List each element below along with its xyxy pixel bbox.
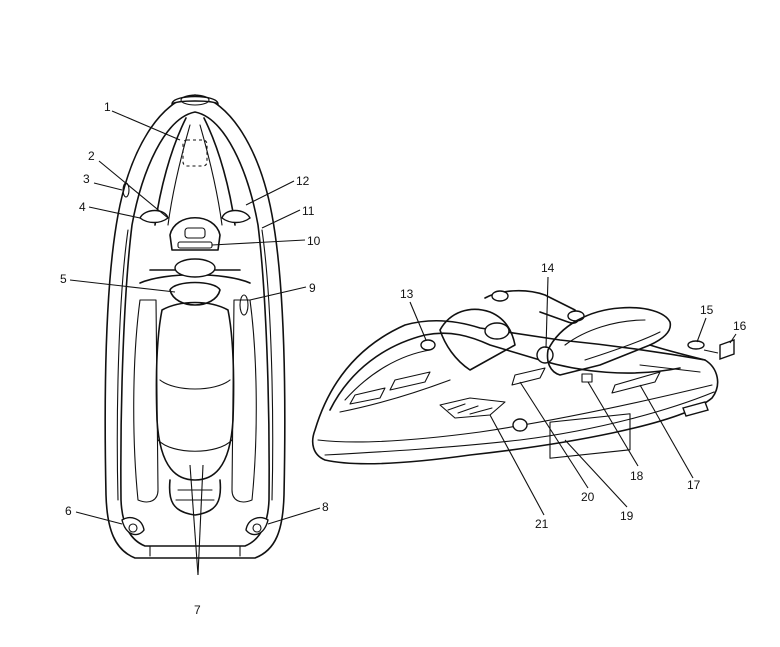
callout-1: 1 <box>104 100 111 114</box>
side-view-watercraft <box>311 289 735 465</box>
callout-4: 4 <box>79 200 86 214</box>
rear-right-light <box>245 517 269 536</box>
right-mirror <box>221 209 251 224</box>
gauge <box>184 227 206 239</box>
nav-light <box>420 339 436 351</box>
stern-light <box>687 340 705 350</box>
hull-panel-19 <box>549 413 631 459</box>
rear-deck <box>168 479 222 516</box>
stern-handle <box>682 401 709 417</box>
deck-panel-20 <box>511 367 546 386</box>
callout-10: 10 <box>307 234 321 248</box>
bow-eye <box>180 94 210 106</box>
callout-15: 15 <box>700 303 714 317</box>
left-footwell <box>133 299 159 503</box>
side-view-mirror <box>484 322 510 340</box>
callout-2: 2 <box>88 149 95 163</box>
deck-outline <box>120 111 270 547</box>
deck-label-18 <box>581 373 593 383</box>
top-view-watercraft <box>104 94 286 559</box>
console <box>169 216 221 251</box>
storage-compartment <box>182 139 208 167</box>
side-view-deck <box>329 332 681 411</box>
capacity-plate <box>719 339 735 360</box>
callout-13: 13 <box>400 287 414 301</box>
callout-9: 9 <box>309 281 316 295</box>
callout-21: 21 <box>535 517 549 531</box>
callout-8: 8 <box>322 500 329 514</box>
left-gunwale <box>116 229 129 501</box>
hull-graphic-21 <box>439 397 506 419</box>
bow-bumper <box>171 95 219 106</box>
top-view-hull-outline <box>104 94 286 559</box>
lanyard-switch <box>536 346 554 364</box>
callout-labels: 1 2 3 4 5 6 7 8 9 10 11 12 13 14 15 16 1… <box>60 100 747 617</box>
callout-5: 5 <box>60 272 67 286</box>
steering-pad <box>174 258 216 278</box>
callout-16: 16 <box>733 319 747 333</box>
callout-3: 3 <box>83 172 90 186</box>
left-mirror <box>139 209 169 224</box>
right-gunwale <box>261 229 274 501</box>
callout-12: 12 <box>296 174 310 188</box>
right-footwell <box>231 299 257 503</box>
callout-7: 7 <box>194 603 201 617</box>
side-view-seat <box>546 306 672 376</box>
right-side-decal <box>239 294 249 316</box>
leader-lines <box>69 110 737 576</box>
callout-20: 20 <box>581 490 595 504</box>
side-label-17 <box>611 371 661 394</box>
seat <box>155 301 235 481</box>
rear-left-light <box>121 517 145 536</box>
callout-11: 11 <box>302 204 315 218</box>
callout-17: 17 <box>687 478 701 492</box>
callout-6: 6 <box>65 504 72 518</box>
callout-14: 14 <box>541 261 555 275</box>
callout-19: 19 <box>620 509 634 523</box>
side-view-hull-outline <box>311 319 719 465</box>
callout-18: 18 <box>630 469 644 483</box>
hull-fitting <box>512 418 528 432</box>
